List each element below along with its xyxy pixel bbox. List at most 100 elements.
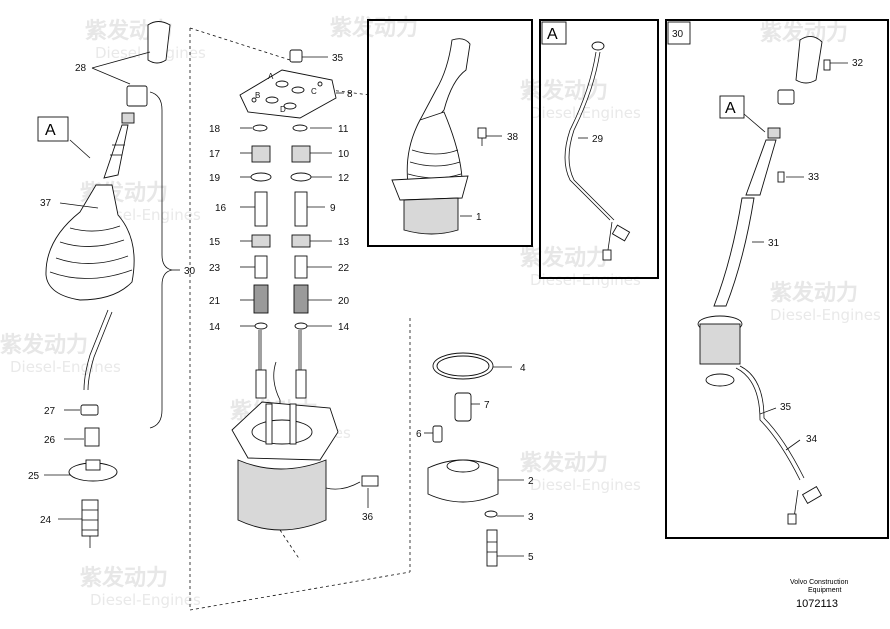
part-7-shape bbox=[454, 392, 472, 422]
part-9-shape bbox=[294, 191, 308, 227]
valve-body-shape bbox=[237, 459, 327, 531]
callout-35: 35 bbox=[332, 53, 344, 64]
part-10-shape bbox=[291, 145, 311, 163]
callout-5: 5 bbox=[528, 552, 534, 563]
collar-shape bbox=[121, 112, 135, 124]
plate-letter-d: D bbox=[280, 105, 286, 114]
watermark-cn: 紫发动力 bbox=[770, 280, 858, 306]
callout-9: 9 bbox=[330, 203, 336, 214]
callout-13: 13 bbox=[338, 237, 350, 248]
callout-31: 31 bbox=[768, 238, 780, 249]
box30-base-shape bbox=[699, 323, 741, 365]
part-12-shape bbox=[290, 172, 312, 182]
callout-19: 19 bbox=[209, 173, 221, 184]
detail-flag-a bbox=[37, 116, 69, 142]
watermark-cn: 紫发动力 bbox=[0, 332, 88, 358]
part-21-shape bbox=[253, 284, 269, 314]
callout-37: 37 bbox=[40, 198, 52, 209]
callout-20: 20 bbox=[338, 296, 350, 307]
callout-27: 27 bbox=[44, 406, 56, 417]
part-27-shape bbox=[80, 404, 99, 416]
part-18-shape bbox=[252, 124, 268, 132]
part-13-shape bbox=[291, 234, 311, 248]
box-a-frame bbox=[367, 19, 533, 247]
part-22-shape bbox=[294, 255, 308, 279]
part-20-shape bbox=[293, 284, 309, 314]
callout-23: 23 bbox=[209, 263, 221, 274]
box30-lever-31-shape bbox=[713, 197, 755, 307]
cable-29-plug-shape bbox=[611, 224, 631, 242]
part-15-shape bbox=[251, 234, 271, 248]
callout-14-right: 14 bbox=[338, 322, 350, 333]
part-17-shape bbox=[251, 145, 271, 163]
detail-flag-a-label: A bbox=[45, 122, 56, 139]
detail-box-a-grip: 38 1 bbox=[367, 19, 533, 247]
detail-box-a-cable: A 29 bbox=[539, 19, 659, 279]
left-lever-assembly: A 28 37 30 27 26 25 24 bbox=[28, 21, 196, 548]
box-a2-title: A bbox=[547, 26, 558, 43]
box30-plug-34-shape bbox=[801, 486, 823, 504]
grip-flange-shape bbox=[391, 175, 469, 201]
handle-knob-shape bbox=[147, 21, 171, 64]
footer-line2: Equipment bbox=[808, 587, 842, 594]
callout-18: 18 bbox=[209, 124, 221, 135]
callout-30: 30 bbox=[184, 266, 196, 277]
callout-7: 7 bbox=[484, 400, 490, 411]
callout-33: 33 bbox=[808, 172, 820, 183]
connector-36-shape bbox=[361, 475, 379, 487]
detail-box-30: 30 A 32 33 31 35 34 bbox=[665, 19, 889, 539]
cable-shape bbox=[83, 309, 109, 391]
bolt-5-shape bbox=[486, 529, 498, 567]
callout-11: 11 bbox=[338, 124, 349, 135]
callout-17: 17 bbox=[209, 149, 221, 160]
screw-38-shape bbox=[477, 127, 487, 139]
detail-flag-a-30-label: A bbox=[725, 100, 736, 117]
plate-8-shape bbox=[239, 69, 337, 119]
adapter-2-shape bbox=[427, 459, 499, 503]
washer-3-shape bbox=[484, 510, 498, 518]
watermark-en: Diesel-Engines bbox=[530, 271, 641, 289]
callout-2: 2 bbox=[528, 476, 534, 487]
pin-6-shape bbox=[432, 425, 443, 443]
watermark-cn: 紫发动力 bbox=[520, 245, 608, 271]
part-35-shape bbox=[289, 49, 303, 63]
grip-base-shape bbox=[403, 197, 459, 235]
box30-screw-32-shape bbox=[823, 59, 831, 71]
box30-knob-shape bbox=[795, 36, 823, 84]
drawing-footer: Volvo Construction Equipment 1072113 bbox=[790, 579, 848, 610]
callout-28: 28 bbox=[75, 63, 87, 74]
callout-22: 22 bbox=[338, 263, 350, 274]
rubber-boot-shape bbox=[45, 184, 135, 301]
part-16-shape bbox=[254, 191, 268, 227]
part-19-shape bbox=[250, 172, 272, 182]
callout-36: 36 bbox=[362, 512, 374, 523]
box30-screw-33-shape bbox=[777, 171, 785, 183]
callout-21: 21 bbox=[209, 296, 221, 307]
callout-32: 32 bbox=[852, 58, 864, 69]
brace-30 bbox=[149, 91, 173, 429]
part-11-shape bbox=[292, 124, 308, 132]
callout-12: 12 bbox=[338, 173, 350, 184]
box-30-title: 30 bbox=[672, 29, 684, 40]
center-valve-assembly: A B C D bbox=[189, 27, 411, 611]
callout-26: 26 bbox=[44, 435, 56, 446]
plate-letter-c: C bbox=[311, 87, 317, 96]
footer-number: 1072113 bbox=[796, 598, 838, 610]
lever-shaft-shape bbox=[103, 124, 129, 179]
box30-shaft-shape bbox=[745, 139, 777, 196]
callout-38: 38 bbox=[507, 132, 519, 143]
callout-16: 16 bbox=[215, 203, 227, 214]
part-26-shape bbox=[84, 427, 100, 447]
callout-34: 34 bbox=[806, 434, 818, 445]
callout-10: 10 bbox=[338, 149, 350, 160]
callout-3: 3 bbox=[528, 512, 534, 523]
watermark-cn: 紫发动力 bbox=[520, 78, 608, 104]
box-a2-frame bbox=[539, 19, 659, 279]
callout-6: 6 bbox=[416, 429, 422, 440]
callout-1: 1 bbox=[476, 212, 482, 223]
callout-29: 29 bbox=[592, 134, 604, 145]
plate-letter-b: B bbox=[255, 91, 260, 100]
callout-35-box30: 35 bbox=[780, 402, 792, 413]
watermark-en: Diesel-Engines bbox=[770, 306, 881, 324]
